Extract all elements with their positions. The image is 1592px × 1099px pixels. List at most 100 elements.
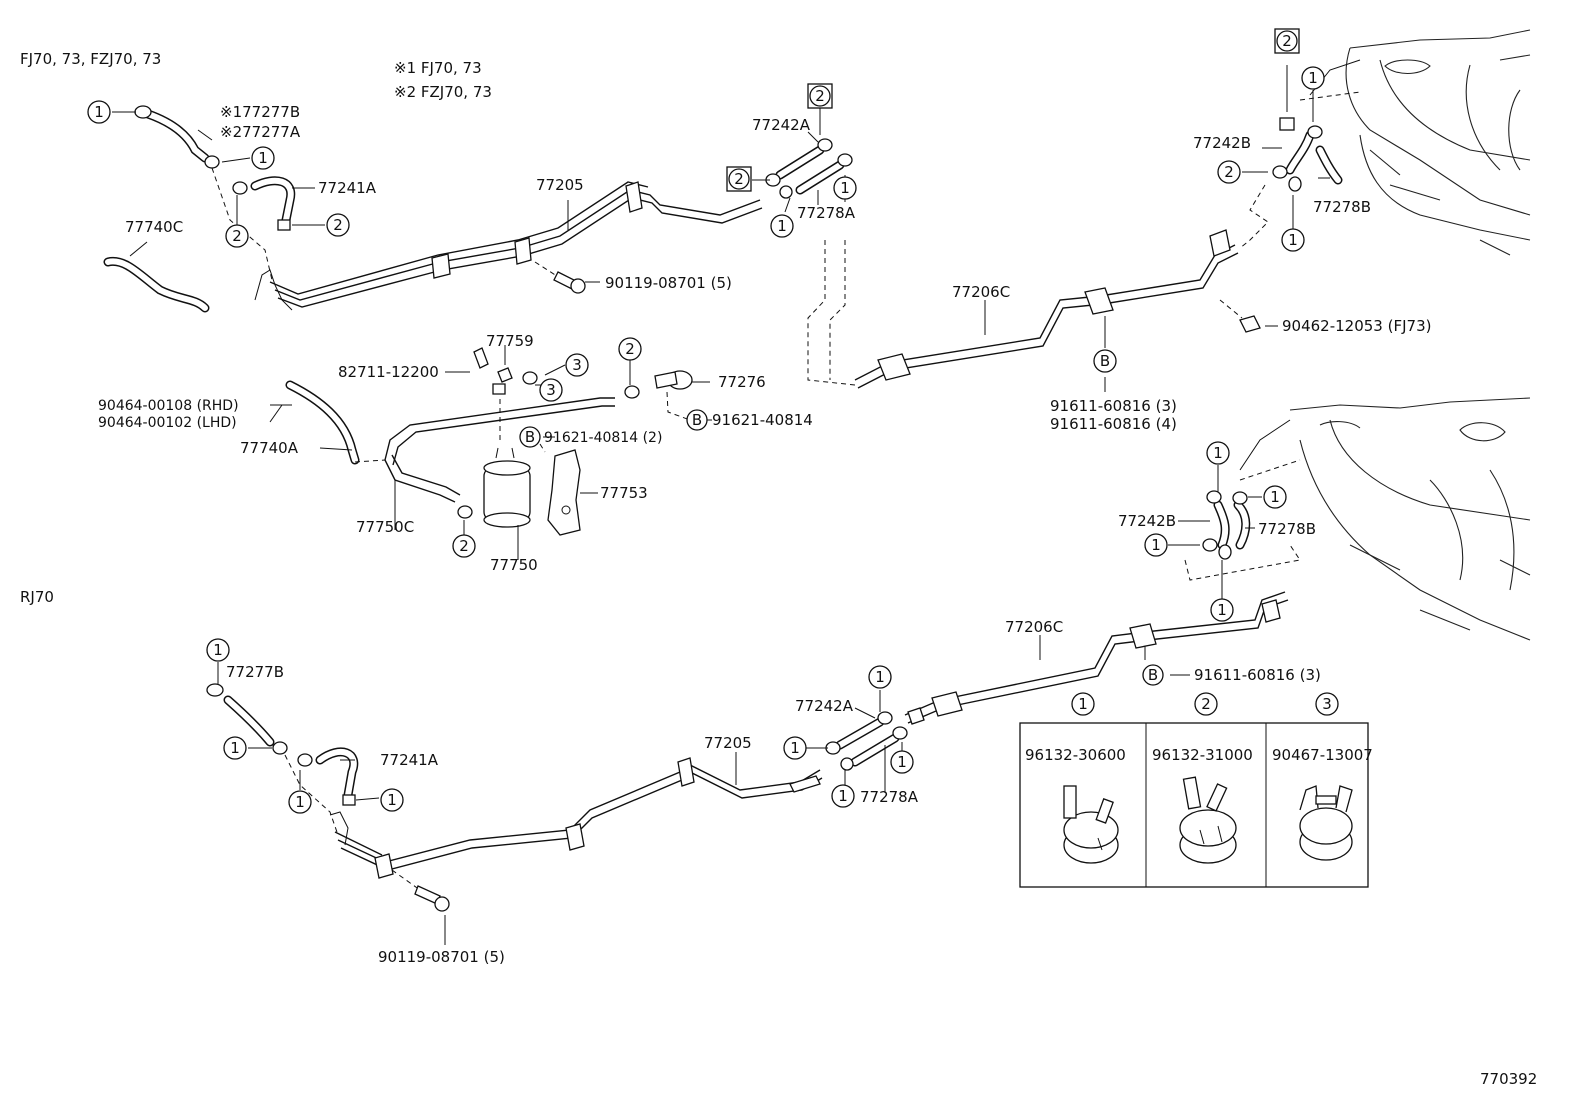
- svg-text:1: 1: [213, 641, 223, 659]
- callout-1: 1: [1144, 533, 1168, 557]
- svg-text:2: 2: [333, 216, 343, 234]
- callout-1: 1: [831, 784, 855, 808]
- svg-text:1: 1: [387, 791, 397, 809]
- label-77278a-top: 77278A: [797, 204, 856, 222]
- svg-text:1: 1: [838, 787, 848, 805]
- label-90119-bottom: 90119-08701 (5): [378, 948, 505, 966]
- label-77740a: 77740A: [240, 439, 299, 457]
- label-90464-rhd: 90464-00108 (RHD): [98, 398, 239, 414]
- svg-text:1: 1: [1151, 536, 1161, 554]
- clamp-icon-2: [1179, 776, 1237, 864]
- label-77276: 77276: [718, 373, 766, 391]
- svg-text:2: 2: [625, 340, 635, 358]
- callout-B: B: [1142, 664, 1164, 686]
- section-label-bottom: RJ70: [20, 588, 54, 606]
- svg-text:1: 1: [94, 103, 104, 121]
- hoses-77242a-77278a-top: [765, 138, 853, 199]
- note-1: ※1 FJ70, 73: [394, 59, 482, 77]
- callout-1: 1: [206, 638, 230, 662]
- svg-text:1: 1: [897, 753, 907, 771]
- bolt-90119-bottom: [391, 869, 450, 912]
- svg-text:B: B: [692, 411, 702, 429]
- svg-text:1: 1: [1270, 488, 1280, 506]
- svg-text:2: 2: [1282, 32, 1292, 50]
- callout-1: 1: [87, 100, 111, 124]
- callout-B: B: [519, 426, 541, 448]
- callout-2: 2: [452, 534, 476, 558]
- valve-77276: [624, 370, 693, 421]
- label-77242b-top: 77242B: [1193, 134, 1251, 152]
- callout-1: 1: [770, 214, 794, 238]
- hose-77740c: [103, 256, 210, 313]
- clamp-legend: 1 96132-30600 2 96132-31000: [1019, 692, 1373, 888]
- callout-2: 2: [618, 337, 642, 361]
- clamp-77750c: [457, 505, 473, 519]
- dashed-top-right: [1239, 91, 1361, 249]
- svg-text:1: 1: [790, 739, 800, 757]
- svg-text:3: 3: [546, 381, 556, 399]
- hose-77277b-bottom: [206, 683, 288, 755]
- bolt-90119-top: [534, 261, 586, 294]
- label-77750c: 77750C: [356, 518, 414, 536]
- label-90462: 90462-12053 (FJ73): [1282, 317, 1431, 335]
- label-77242a-bottom: 77242A: [795, 697, 854, 715]
- callout-1: 1: [783, 736, 807, 760]
- callout-1: 1: [833, 176, 857, 200]
- hose-77277-top: [134, 105, 220, 169]
- label-77206c-bottom: 77206C: [1005, 618, 1063, 636]
- svg-text:2: 2: [1224, 163, 1234, 181]
- label-82711: 82711-12200: [338, 363, 439, 381]
- svg-text:3: 3: [1322, 695, 1332, 713]
- svg-text:2: 2: [232, 227, 242, 245]
- part-labels: ※177277B ※277277A 77241A 77740C 77205 90…: [98, 103, 1431, 966]
- hose-77740a: [285, 380, 360, 465]
- fuel-pipe-77205-bottom: [334, 757, 823, 879]
- callout-2: 2: [1274, 28, 1300, 54]
- label-77241a-bottom: 77241A: [380, 751, 439, 769]
- svg-text:1: 1: [875, 668, 885, 686]
- clamp-icon-3: [1299, 785, 1353, 861]
- label-77277a-top: ※277277A: [220, 123, 301, 141]
- callout-1: 1: [1263, 485, 1287, 509]
- leader-lines: [112, 65, 1330, 945]
- callout-1: 1: [868, 665, 892, 689]
- label-77241a-top: 77241A: [318, 179, 377, 197]
- callout-3: 3: [539, 378, 563, 402]
- label-77740c: 77740C: [125, 218, 183, 236]
- figure-id: 770392: [1480, 1070, 1537, 1088]
- label-91611-top-1: 91611-60816 (3): [1050, 397, 1177, 415]
- svg-text:1: 1: [1217, 601, 1227, 619]
- svg-text:1: 1: [840, 179, 850, 197]
- label-77277b-top: ※177277B: [220, 103, 300, 121]
- callout-1: 1: [251, 146, 275, 170]
- label-77205-bottom: 77205: [704, 734, 752, 752]
- svg-text:2: 2: [1201, 695, 1211, 713]
- canister-77750: [483, 395, 531, 528]
- callout-B: B: [686, 409, 708, 431]
- label-77206c-top: 77206C: [952, 283, 1010, 301]
- svg-text:1: 1: [1213, 444, 1223, 462]
- callout-1: 1: [1210, 598, 1234, 622]
- clip-90462: [1219, 299, 1261, 333]
- svg-text:B: B: [1100, 352, 1110, 370]
- label-77242a-top: 77242A: [752, 116, 811, 134]
- label-77278b-mid: 77278B: [1258, 520, 1316, 538]
- label-77278b-top: 77278B: [1313, 198, 1371, 216]
- hoses-77242b-77278b-mid: [1202, 490, 1251, 560]
- svg-text:1: 1: [1288, 231, 1298, 249]
- fitting-77759: [473, 347, 538, 395]
- label-77242b-mid: 77242B: [1118, 512, 1176, 530]
- hose-77241a-bottom: [297, 747, 359, 806]
- legend-part-1: 96132-30600: [1025, 746, 1126, 764]
- callout-1: 1: [380, 788, 404, 812]
- callout-1: 1: [1281, 228, 1305, 252]
- svg-text:1: 1: [295, 793, 305, 811]
- svg-text:2: 2: [459, 537, 469, 555]
- label-91611-top-2: 91611-60816 (4): [1050, 415, 1177, 433]
- clamp-icon-1: [1063, 785, 1119, 864]
- fuel-pipe-77205-top: [269, 181, 763, 308]
- svg-text:B: B: [525, 428, 535, 446]
- dashed-top-hose: [211, 167, 273, 281]
- label-77759: 77759: [486, 332, 534, 350]
- label-91621-b: 91621-40814 (2): [544, 430, 662, 446]
